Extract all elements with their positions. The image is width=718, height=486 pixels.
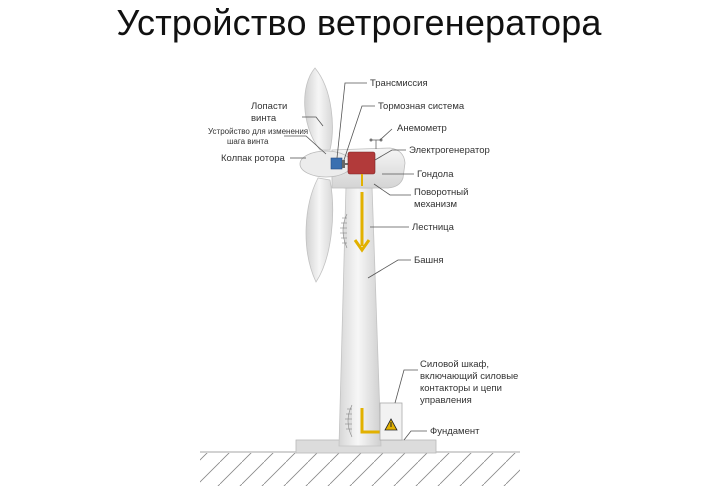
blade-upper bbox=[304, 67, 333, 151]
leader-lines bbox=[284, 82, 427, 441]
label-brake: Тормозная система bbox=[378, 101, 465, 112]
label-pitch-2: шага винта bbox=[227, 137, 269, 146]
label-generator: Электрогенератор bbox=[409, 145, 490, 156]
ladder-upper bbox=[340, 192, 371, 253]
label-blades-1: Лопасти bbox=[251, 101, 287, 112]
slide-title: Устройство ветрогенератора bbox=[116, 2, 602, 43]
ground bbox=[200, 451, 520, 486]
brake bbox=[342, 160, 345, 168]
transmission bbox=[330, 157, 343, 170]
label-tower: Башня bbox=[414, 255, 444, 266]
label-transmission: Трансмиссия bbox=[370, 78, 428, 89]
label-foundation: Фундамент bbox=[430, 426, 480, 437]
ladder-arrow-lower bbox=[360, 408, 385, 434]
label-pitch-1: Устройство для изменения bbox=[208, 127, 308, 136]
label-yaw-2: механизм bbox=[414, 199, 457, 210]
label-nacelle: Гондола bbox=[417, 169, 454, 180]
label-hub: Колпак ротора bbox=[221, 153, 286, 164]
power-cabinet bbox=[379, 402, 403, 441]
label-cabinet-4: управления bbox=[420, 395, 472, 406]
label-ladder: Лестница bbox=[412, 222, 455, 233]
label-cabinet-2: включающий силовые bbox=[420, 371, 518, 382]
label-yaw-1: Поворотный bbox=[414, 187, 468, 198]
blade-lower bbox=[305, 177, 334, 283]
label-cabinet-1: Силовой шкаф, bbox=[420, 359, 489, 370]
warning-triangle-icon bbox=[384, 418, 398, 431]
generator bbox=[347, 151, 376, 175]
anemometer-icon bbox=[369, 138, 383, 149]
label-blades-2: винта bbox=[251, 113, 277, 124]
label-anemometer: Анемометр bbox=[397, 123, 447, 134]
ladder-arrow bbox=[353, 192, 371, 253]
label-cabinet-3: контакторы и цепи bbox=[420, 383, 502, 394]
ladder-lower bbox=[345, 404, 385, 438]
